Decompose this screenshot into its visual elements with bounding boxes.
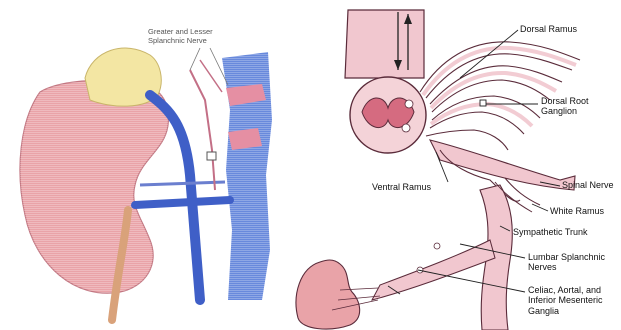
sympathetic-trunk-label: Sympathetic Trunk: [513, 227, 588, 237]
left-kidney-illustration: [20, 48, 272, 320]
renal-vessel-branch: [135, 200, 230, 205]
renal-vessel-branch-2: [140, 182, 225, 185]
dorsal-root-ganglion-label-line2: Ganglion: [541, 106, 589, 116]
lumbar-splanchnic-nerves: [372, 240, 495, 300]
splanchnic-nerve-label-line2: Splanchnic Nerve: [148, 37, 213, 46]
small-kidney: [296, 260, 360, 329]
ganglia-label-line3: Ganglia: [528, 306, 603, 316]
ganglia-label-line1: Celiac, Aortal, and: [528, 285, 603, 295]
ventral-ramus-label: Ventral Ramus: [372, 182, 431, 192]
ganglia-label-line2: Inferior Mesenteric: [528, 295, 603, 305]
dorsal-root-ganglion-label-line1: Dorsal Root: [541, 96, 589, 106]
ganglia-label: Celiac, Aortal, and Inferior Mesenteric …: [528, 285, 603, 316]
lumbar-splanchnic-label: Lumbar Splanchnic Nerves: [528, 252, 605, 273]
lumbar-splanchnic-label-line1: Lumbar Splanchnic: [528, 252, 605, 262]
spinal-nerve-label: Spinal Nerve: [562, 180, 614, 190]
white-ramus-label: White Ramus: [550, 206, 604, 216]
right-spinal-nerve-illustration: [296, 10, 580, 330]
dorsal-ramus-label: Dorsal Ramus: [520, 24, 577, 34]
spinal-nerve: [430, 140, 575, 190]
dorsal-root-ganglion-label: Dorsal Root Ganglion: [541, 96, 589, 117]
splanchnic-nerve-label: Greater and Lesser Splanchnic Nerve: [148, 28, 213, 45]
lumbar-splanchnic-label-line2: Nerves: [528, 262, 605, 272]
spinal-cord: [345, 10, 424, 78]
